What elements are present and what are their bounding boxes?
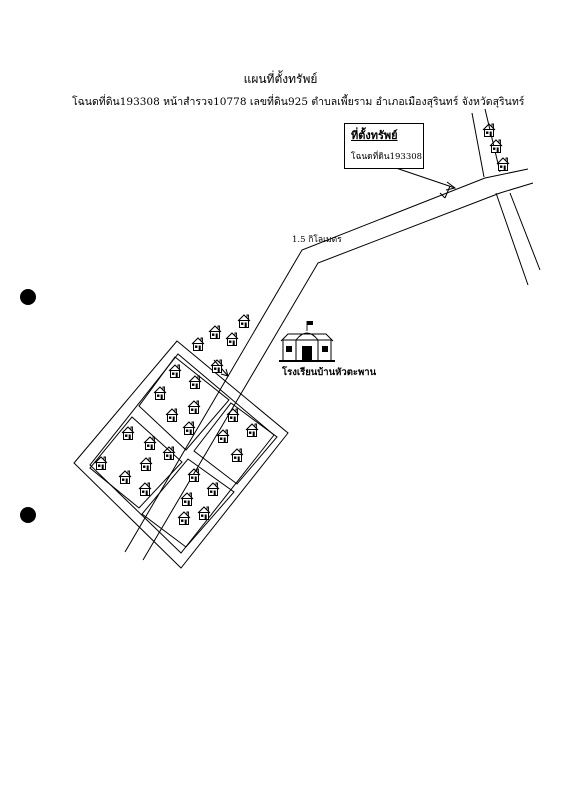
house-icon [139,457,153,472]
house-icon [177,511,191,526]
house-icon [94,456,108,471]
house-icon [197,506,211,521]
house-group-block-west [94,426,176,497]
house-icon [489,139,503,154]
road-distance-label: 1.5 กิโลเมตร [292,235,342,245]
house-icon [187,468,201,483]
school-icon [279,321,335,362]
deed-details: โฉนดที่ดิน193308 หน้าสำรวจ10778 เลขที่ดิ… [72,96,525,108]
property-callout-title: ที่ตั้งทรัพย์ [351,129,398,142]
cross-road [471,108,541,286]
school-label: โรงเรียนบ้านหัวตะพาน [282,367,377,378]
house-icon [188,375,202,390]
map-title: แผนที่ตั้งทรัพย์ [243,72,318,86]
house-icon [245,423,259,438]
village-roads [73,340,289,569]
house-icon [496,157,510,172]
property-pointer-arrow [392,166,457,199]
property-callout-box: ที่ตั้งทรัพย์ โฉนดที่ดิน193308 [344,123,424,169]
house-icon [226,408,240,423]
house-icon [210,359,224,374]
house-icon [121,426,135,441]
house-icon [206,482,220,497]
property-callout-deed: โฉนดที่ดิน193308 [351,152,423,162]
house-icon [180,492,194,507]
house-icon [237,314,251,329]
house-icon [165,408,179,423]
punch-hole-icon [20,289,36,305]
house-icon [191,337,205,352]
house-icon [168,364,182,379]
house-icon [182,421,196,436]
house-icon [187,400,201,415]
house-icon [143,436,157,451]
house-icon [208,325,222,340]
house-icon [230,448,244,463]
house-icon [138,482,152,497]
house-icon [162,446,176,461]
house-icon [118,470,132,485]
house-icon [153,386,167,401]
house-icon [225,332,239,347]
house-group-roadside [191,314,251,374]
punch-hole-icon [20,507,36,523]
house-group-northeast [482,123,510,172]
